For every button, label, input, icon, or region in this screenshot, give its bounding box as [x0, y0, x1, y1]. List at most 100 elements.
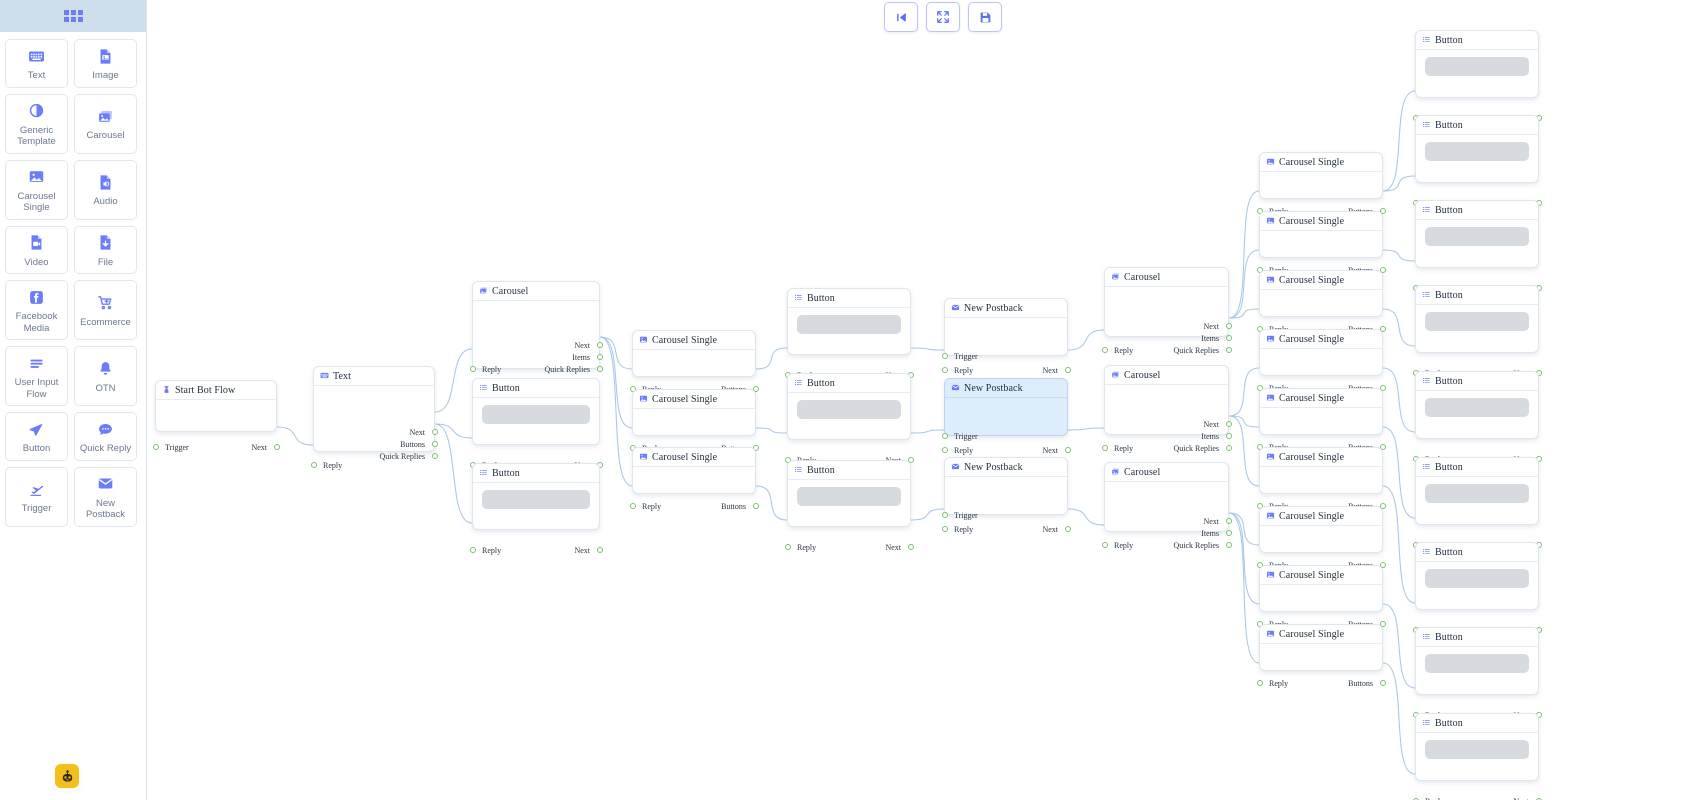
- port-in-trigger[interactable]: Trigger: [941, 509, 1067, 522]
- port-dot[interactable]: [273, 444, 280, 450]
- port-out-next[interactable]: Next: [1105, 515, 1232, 528]
- port-in-reply[interactable]: Reply: [1101, 344, 1228, 357]
- node-new-postback[interactable]: New Postback Trigger Reply Next: [941, 457, 1071, 534]
- port-dot[interactable]: [152, 444, 159, 450]
- port-out-quick-replies[interactable]: Quick Replies: [1105, 539, 1232, 552]
- port-out-next[interactable]: Next: [1416, 795, 1542, 800]
- port-out-items[interactable]: Items: [1105, 430, 1232, 443]
- palette-item-quick-reply[interactable]: Quick Reply: [74, 412, 137, 461]
- grid-apps-icon[interactable]: [63, 10, 83, 22]
- port-dot[interactable]: [1225, 433, 1232, 439]
- port-dot[interactable]: [469, 547, 476, 553]
- reset-view-button[interactable]: [884, 2, 918, 32]
- port-dot[interactable]: [1225, 518, 1232, 524]
- port-dot[interactable]: [941, 447, 948, 453]
- port-out-buttons[interactable]: Buttons: [633, 500, 759, 513]
- port-out-buttons[interactable]: Buttons: [314, 438, 438, 451]
- port-dot[interactable]: [431, 441, 438, 447]
- node-start[interactable]: Start Bot Flow Trigger Next: [152, 380, 280, 452]
- port-out-quick-replies[interactable]: Quick Replies: [473, 363, 603, 376]
- palette-item-button[interactable]: Button: [5, 412, 68, 461]
- port-dot[interactable]: [1535, 798, 1542, 800]
- palette-item-video[interactable]: Video: [5, 225, 68, 274]
- palette-item-new-postback[interactable]: New Postback: [74, 466, 137, 527]
- port-dot[interactable]: [1064, 447, 1071, 453]
- port-in-reply[interactable]: Reply: [469, 363, 599, 376]
- port-dot[interactable]: [941, 512, 948, 518]
- palette-item-file[interactable]: File: [74, 225, 137, 274]
- node-carousel-single[interactable]: Carousel Single Reply Buttons: [1256, 329, 1386, 393]
- palette-item-user-input-flow[interactable]: User Input Flow: [5, 346, 68, 406]
- port-dot[interactable]: [596, 366, 603, 372]
- port-in-trigger[interactable]: Trigger: [941, 430, 1067, 443]
- node-button[interactable]: Button Reply Next: [1412, 115, 1542, 208]
- port-dot[interactable]: [1225, 335, 1232, 341]
- port-dot[interactable]: [1064, 367, 1071, 373]
- palette-item-image[interactable]: Image: [74, 39, 137, 88]
- palette-item-ecommerce[interactable]: Ecommerce: [74, 280, 137, 340]
- port-dot[interactable]: [784, 544, 791, 550]
- port-out-next[interactable]: Next: [1105, 320, 1232, 333]
- node-carousel-single[interactable]: Carousel Single Reply Buttons: [1256, 270, 1386, 334]
- port-dot[interactable]: [907, 544, 914, 550]
- node-button[interactable]: Button Reply Next: [1412, 285, 1542, 378]
- port-dot[interactable]: [310, 462, 317, 468]
- palette-item-otn[interactable]: OTN: [74, 346, 137, 406]
- node-carousel-single[interactable]: Carousel Single Reply Buttons: [629, 389, 759, 453]
- node-new-postback[interactable]: New Postback Trigger Reply Next: [941, 298, 1071, 375]
- node-button[interactable]: Button Reply Next: [1412, 200, 1542, 293]
- port-out-items[interactable]: Items: [1105, 527, 1232, 540]
- save-button[interactable]: [968, 2, 1002, 32]
- node-new-postback[interactable]: New Postback Trigger Reply Next: [941, 378, 1071, 455]
- palette-item-audio[interactable]: Audio: [74, 159, 137, 220]
- port-dot[interactable]: [1225, 530, 1232, 536]
- port-dot[interactable]: [1101, 347, 1108, 353]
- port-in-reply[interactable]: Reply: [310, 459, 434, 472]
- palette-item-carousel[interactable]: Carousel: [74, 93, 137, 154]
- port-dot[interactable]: [1225, 542, 1232, 548]
- port-out-quick-replies[interactable]: Quick Replies: [314, 450, 438, 463]
- port-out-next[interactable]: Next: [156, 441, 280, 454]
- fit-to-screen-button[interactable]: [926, 2, 960, 32]
- port-dot[interactable]: [1064, 526, 1071, 532]
- port-dot[interactable]: [1379, 680, 1386, 686]
- node-button[interactable]: Button Reply Next: [469, 378, 603, 470]
- palette-item-facebook-media[interactable]: Facebook Media: [5, 280, 68, 340]
- port-in-reply[interactable]: Reply: [784, 541, 910, 554]
- node-button[interactable]: Button Reply Next: [1412, 457, 1542, 550]
- port-in-reply[interactable]: Reply: [941, 444, 1067, 457]
- port-dot[interactable]: [941, 526, 948, 532]
- palette-item-trigger[interactable]: Trigger: [5, 466, 68, 527]
- port-dot[interactable]: [1101, 445, 1108, 451]
- node-carousel-single[interactable]: Carousel Single Reply Buttons: [1256, 447, 1386, 511]
- port-in-reply[interactable]: Reply: [1101, 539, 1228, 552]
- node-button[interactable]: Button Reply Next: [1412, 627, 1542, 720]
- node-carousel-single[interactable]: Carousel Single Reply Buttons: [1256, 506, 1386, 570]
- port-out-items[interactable]: Items: [1105, 332, 1232, 345]
- port-out-quick-replies[interactable]: Quick Replies: [1105, 442, 1232, 455]
- port-dot[interactable]: [596, 354, 603, 360]
- port-dot[interactable]: [596, 342, 603, 348]
- port-dot[interactable]: [941, 367, 948, 373]
- port-in-trigger[interactable]: Trigger: [941, 350, 1067, 363]
- node-button[interactable]: Button Reply Next: [1412, 371, 1542, 464]
- node-button[interactable]: Button Reply Next: [784, 288, 914, 380]
- node-carousel-single[interactable]: Carousel Single Reply Buttons: [1256, 211, 1386, 275]
- port-dot[interactable]: [752, 503, 759, 509]
- port-in-trigger[interactable]: Trigger: [152, 441, 276, 454]
- port-out-buttons[interactable]: Buttons: [1260, 677, 1386, 690]
- node-button[interactable]: Button Reply Next: [1412, 30, 1542, 123]
- port-out-next[interactable]: Next: [473, 339, 603, 352]
- port-in-reply[interactable]: Reply: [1412, 795, 1538, 800]
- node-carousel[interactable]: Carousel Reply Next Items Quick Replies: [1101, 365, 1232, 453]
- node-carousel[interactable]: Carousel Reply Next Items Quick Replies: [1101, 462, 1232, 550]
- node-button[interactable]: Button Reply Next: [1412, 713, 1542, 800]
- node-text[interactable]: Text Reply Next Buttons Quick Replies: [310, 366, 438, 470]
- node-carousel-single[interactable]: Carousel Single Reply Buttons: [1256, 388, 1386, 452]
- port-dot[interactable]: [1412, 798, 1419, 800]
- port-in-reply[interactable]: Reply: [629, 500, 755, 513]
- port-out-next[interactable]: Next: [945, 444, 1071, 457]
- port-out-next[interactable]: Next: [945, 523, 1071, 536]
- flow-canvas[interactable]: Start Bot Flow Trigger Next Text: [147, 0, 1698, 800]
- port-dot[interactable]: [431, 453, 438, 459]
